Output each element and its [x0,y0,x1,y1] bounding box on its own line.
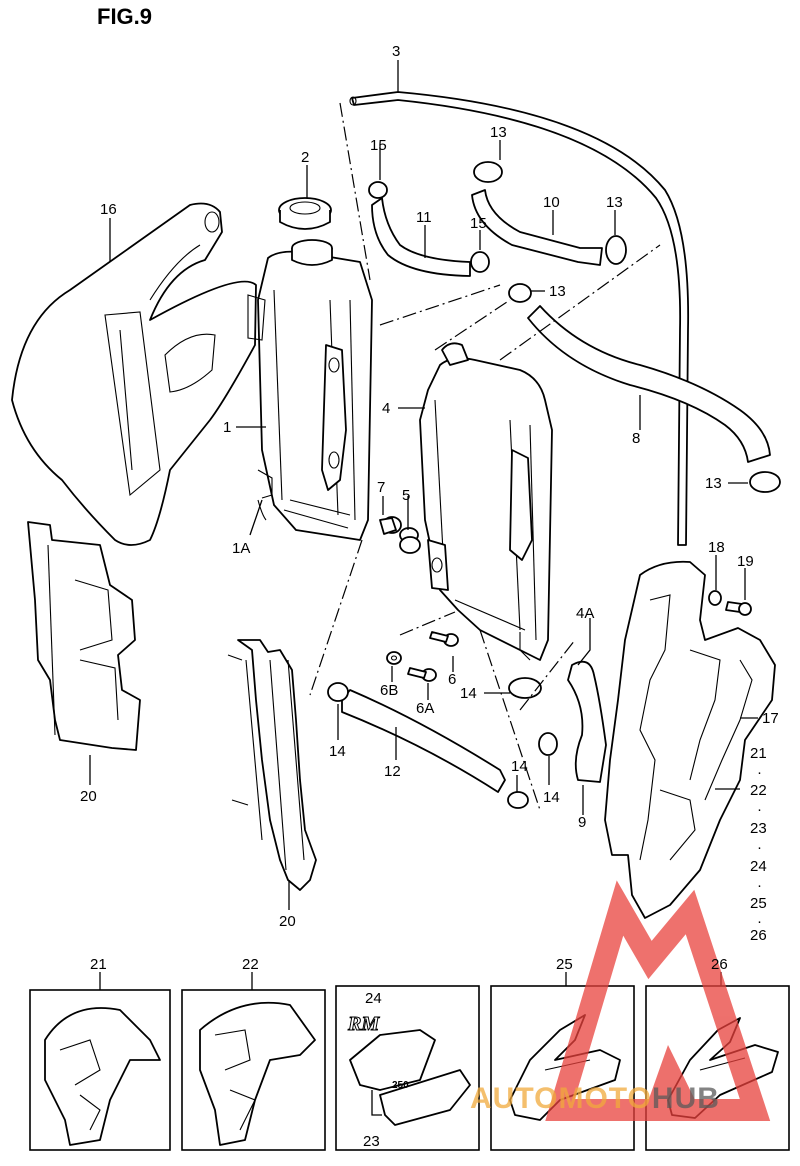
callout-12: 12 [384,763,401,780]
hose-9 [567,660,607,783]
svg-text:·: · [757,764,762,781]
svg-text:·: · [757,913,762,930]
stack-label-25: 25 [750,895,767,912]
stack-label-21: 21 [750,745,767,762]
callout-7: 7 [377,479,385,496]
callout-15-mid: 15 [470,215,487,232]
callout-15-top: 15 [370,137,387,154]
box-label-26: 26 [711,956,728,973]
callout-20-right: 20 [279,913,296,930]
callout-13-right: 13 [606,194,623,211]
decal-box-21 [29,989,171,1151]
callout-14-left: 14 [329,743,346,760]
decal-box-22 [181,989,326,1151]
callout-22: 22 [750,782,767,799]
callout-20-left: 20 [80,788,97,805]
figure-title: FIG.9 [97,4,153,29]
callout-1a: 1A [232,540,250,557]
callout-18: 18 [708,539,725,556]
callout-17: 17 [762,710,779,727]
box-label-21: 21 [90,956,107,973]
callout-10: 10 [543,194,560,211]
callout-6: 6 [448,671,456,688]
box-label-23: 23 [363,1133,380,1150]
left-radiator-shroud [11,202,257,546]
right-radiator-shroud [604,560,776,919]
callout-13-mid: 13 [549,283,566,300]
right-radiator-part [419,342,553,661]
right-radiator-guard [227,639,317,891]
callout-2: 2 [301,149,309,166]
svg-text:·: · [757,877,762,894]
callout-8: 8 [632,430,640,447]
callout-16: 16 [100,201,117,218]
leader-lines [89,60,758,990]
callout-14-low: 14 [511,758,528,775]
decal-box-23-24 [335,985,480,1151]
callout-13-low: 13 [705,475,722,492]
small-fasteners [379,516,752,682]
stack-label-26: 26 [750,927,767,944]
callout-4: 4 [382,400,390,417]
stack-label-23: 23 [750,820,767,837]
hose-12 [341,689,506,793]
hose-8 [527,305,771,463]
box-label-22: 22 [242,956,259,973]
callout-14-mid: 14 [460,685,477,702]
box-label-24: 24 [365,990,382,1007]
hose-clamps [327,161,781,809]
left-radiator-part [247,250,373,541]
callout-4a: 4A [576,605,594,622]
hose-10 [471,189,603,266]
watermark-logo [545,880,771,1121]
callout-11: 11 [416,209,432,226]
box-label-25: 25 [556,956,573,973]
callout-3: 3 [392,43,400,60]
callout-19: 19 [737,553,754,570]
alignment-lines [309,102,661,811]
callout-13-top: 13 [490,124,507,141]
svg-text:·: · [757,801,762,818]
callout-5: 5 [402,487,410,504]
hose-11 [371,197,471,277]
callout-14-right: 14 [543,789,560,806]
radiator-cap-part [278,197,333,266]
callout-9: 9 [578,814,586,831]
callout-6b: 6B [380,682,398,699]
rm-logo-decal: RM [347,1013,380,1035]
overflow-hose-part [349,91,690,546]
svg-text:·: · [757,839,762,856]
model-badge-decal: 250 [392,1080,409,1091]
watermark-text: AUTOMOTOHUB [470,1082,720,1115]
callout-6a: 6A [416,700,434,717]
callout-labels: 3 2 16 1 1A 15 13 11 10 13 15 13 4 8 13 … [80,43,779,1150]
callout-1: 1 [223,419,231,436]
left-radiator-guard [27,521,141,751]
stack-label-24: 24 [750,858,767,875]
